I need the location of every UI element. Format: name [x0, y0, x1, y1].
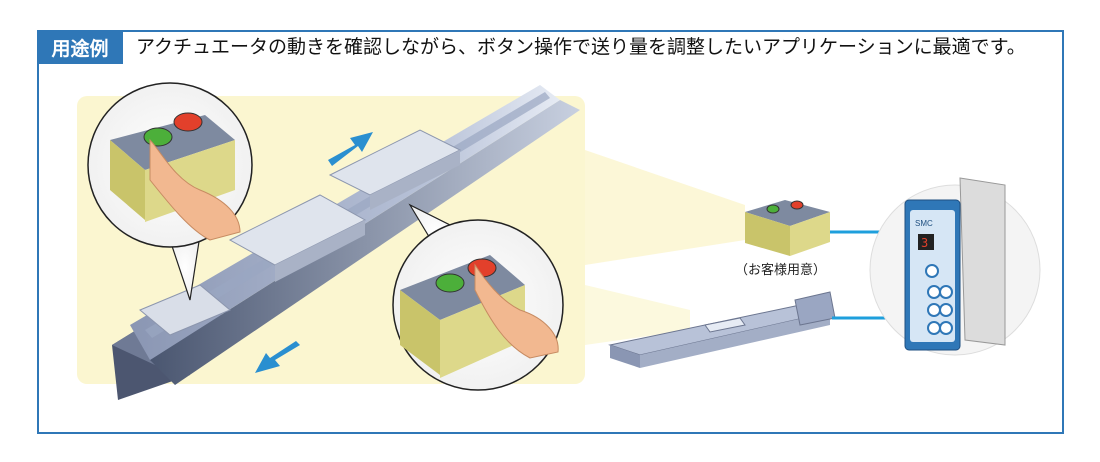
controller-brand: SMC [915, 219, 933, 228]
switch-box [745, 200, 830, 256]
motion-arrow-up [328, 132, 373, 166]
usage-frame [37, 30, 1064, 434]
small-actuator [608, 291, 836, 368]
zoom-circle-green-button [87, 82, 253, 301]
zoom-circle-red-button [392, 203, 564, 391]
usage-tag: 用途例 [37, 30, 123, 64]
motion-arrow-down [255, 341, 300, 373]
actuator-rail [112, 85, 580, 400]
controller-circle: SMC 3 [869, 177, 1041, 356]
switch-box-caption: （お客様用意） [735, 263, 827, 278]
usage-headline: アクチュエータの動きを確認しながら、ボタン操作で送り量を調整したいアプリケーショ… [136, 36, 1026, 58]
zoom-beams [585, 150, 745, 345]
svg-text:3: 3 [921, 236, 928, 250]
